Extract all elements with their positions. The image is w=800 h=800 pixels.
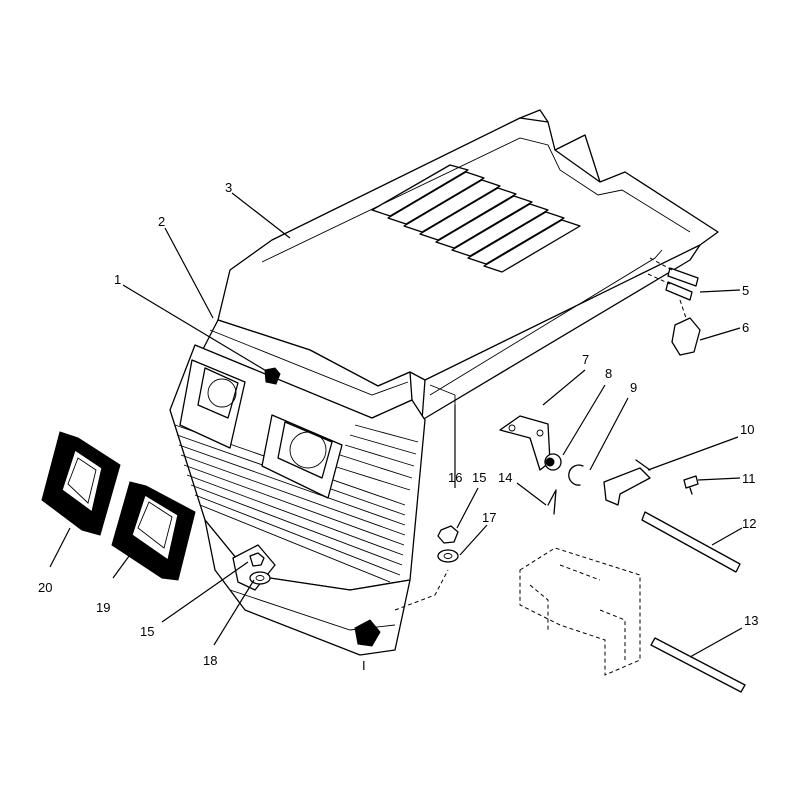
callout-8: 8 xyxy=(605,366,612,381)
leader-lines xyxy=(49,192,743,658)
callout-labels: 1 2 3 5 6 7 8 9 10 11 12 13 14 15 15 16 … xyxy=(38,180,758,673)
right-headlight xyxy=(261,414,343,499)
front-grille-panel xyxy=(169,319,426,656)
hinge-pins xyxy=(647,257,699,301)
callout-12: 12 xyxy=(742,516,756,531)
latch-bracket xyxy=(603,459,651,506)
grille-filter-20 xyxy=(41,431,121,536)
callout-11: 11 xyxy=(742,471,756,486)
callout-6: 6 xyxy=(742,320,749,335)
nut-15-right xyxy=(437,525,459,544)
callout-15-right: 15 xyxy=(472,470,486,485)
callout-9: 9 xyxy=(630,380,637,395)
callout-14: 14 xyxy=(498,470,512,485)
screw xyxy=(683,475,699,495)
callout-13: 13 xyxy=(744,613,758,628)
rod-13 xyxy=(650,637,746,693)
washer-17 xyxy=(437,549,459,563)
callout-1: 1 xyxy=(114,272,121,287)
callout-16: 16 xyxy=(448,470,462,485)
mounting-frame xyxy=(394,547,641,676)
callout-17: 17 xyxy=(482,510,496,525)
rod-12 xyxy=(641,511,741,573)
washer-18 xyxy=(249,571,271,585)
callout-2: 2 xyxy=(158,214,165,229)
callout-19: 19 xyxy=(96,600,110,615)
hood-clip xyxy=(671,299,701,356)
nut-15-left xyxy=(249,552,265,567)
side-decal xyxy=(429,384,456,405)
left-headlight xyxy=(179,359,246,449)
hinge-bracket xyxy=(499,415,551,471)
cotter-pin xyxy=(547,489,557,515)
callout-20: 20 xyxy=(38,580,52,595)
callout-15-left: 15 xyxy=(140,624,154,639)
callout-3: 3 xyxy=(225,180,232,195)
bushing xyxy=(544,453,562,471)
grille-filter-19 xyxy=(111,481,196,581)
callout-7: 7 xyxy=(582,352,589,367)
hood-top-panel xyxy=(217,109,719,421)
callout-10: 10 xyxy=(740,422,754,437)
callout-18: 18 xyxy=(203,653,217,668)
callout-i: I xyxy=(362,658,366,673)
callout-5: 5 xyxy=(742,283,749,298)
hood-emblem xyxy=(264,367,281,385)
hood-vents xyxy=(371,164,581,273)
retaining-ring xyxy=(568,464,584,486)
